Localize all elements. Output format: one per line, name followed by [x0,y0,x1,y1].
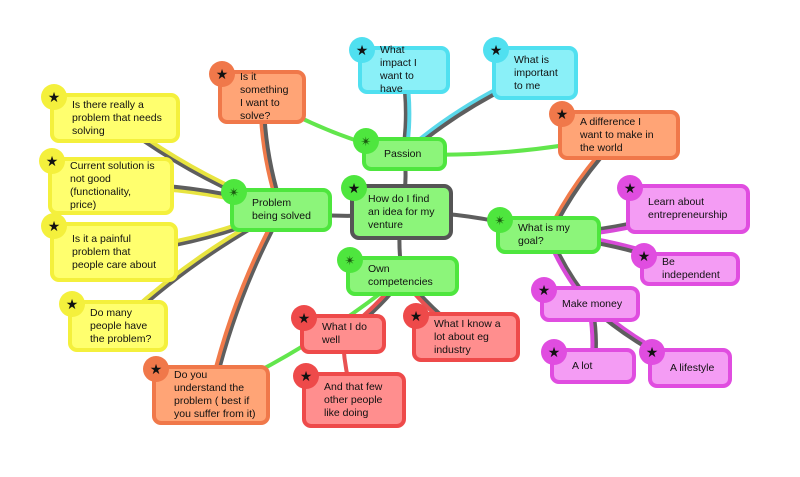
node-label: Make money [562,297,623,310]
star-icon: ★ [631,243,657,269]
node-current-solution[interactable]: Current solution is not good (functional… [48,157,174,215]
node-label: What impact I want to have [380,44,417,95]
node-label: Learn about entrepreneurship [648,196,728,221]
node-label: Current solution is not good (functional… [70,160,155,211]
node-label: Is it something I want to solve? [240,71,289,122]
node-understand-problem[interactable]: Do you understand the problem ( best if … [152,365,270,425]
node-label: Is it a painful problem that people care… [72,232,157,271]
node-label: What I do well [322,321,367,346]
node-center-question[interactable]: How do I find an idea for my venture [350,184,453,240]
node-problem-being-solved[interactable]: Problem being solved [230,188,332,232]
node-label: How do I find an idea for my venture [368,192,435,231]
star-icon: ★ [403,303,429,329]
bug-icon: ✴ [337,247,363,273]
bug-icon: ✴ [221,179,247,205]
bug-icon: ✴ [487,207,513,233]
star-icon: ★ [549,101,575,127]
node-industry-knowledge[interactable]: What I know a lot about eg industry [412,312,520,362]
star-icon: ★ [349,37,375,63]
node-own-competencies[interactable]: Own competencies [346,256,459,296]
star-icon: ★ [531,277,557,303]
node-label: Do you understand the problem ( best if … [174,369,256,420]
node-label: What is important to me [514,53,558,92]
node-label: What I know a lot about eg industry [434,317,501,356]
star-icon: ★ [483,37,509,63]
star-icon: ★ [617,175,643,201]
node-what-is-my-goal[interactable]: What is my goal? [496,216,601,254]
star-icon: ★ [541,339,567,365]
star-icon: ★ [39,148,65,174]
node-label: Problem being solved [252,197,311,222]
star-icon: ★ [291,305,317,331]
node-label: And that few other people like doing [324,380,383,419]
node-few-others-like[interactable]: And that few other people like doing [302,372,406,428]
node-difference-in-world[interactable]: A difference I want to make in the world [558,110,680,160]
node-label: What is my goal? [518,222,570,247]
star-icon: ★ [41,84,67,110]
node-what-i-do-well[interactable]: What I do well [300,314,386,354]
node-label: A lot [572,359,593,372]
node-label: Is there really a problem that needs sol… [72,98,162,137]
star-icon: ★ [59,291,85,317]
node-label: Own competencies [368,263,433,288]
node-learn-entrepreneurship[interactable]: Learn about entrepreneurship [626,184,750,234]
star-icon: ★ [143,356,169,382]
star-icon: ★ [341,175,367,201]
star-icon: ★ [639,339,665,365]
node-many-people[interactable]: Do many people have the problem? [68,300,168,352]
node-label: Do many people have the problem? [90,306,152,345]
node-label: Passion [384,147,422,160]
bug-icon: ✴ [353,128,379,154]
node-label: Be independent [662,256,720,281]
node-want-to-solve[interactable]: Is it something I want to solve? [218,70,306,124]
node-painful-problem[interactable]: Is it a painful problem that people care… [50,222,178,282]
node-label: A lifestyle [670,361,715,374]
node-label: A difference I want to make in the world [580,115,654,154]
node-is-there-a-problem[interactable]: Is there really a problem that needs sol… [50,93,180,143]
star-icon: ★ [293,363,319,389]
star-icon: ★ [209,61,235,87]
star-icon: ★ [41,213,67,239]
node-make-money[interactable]: Make money [540,286,640,322]
